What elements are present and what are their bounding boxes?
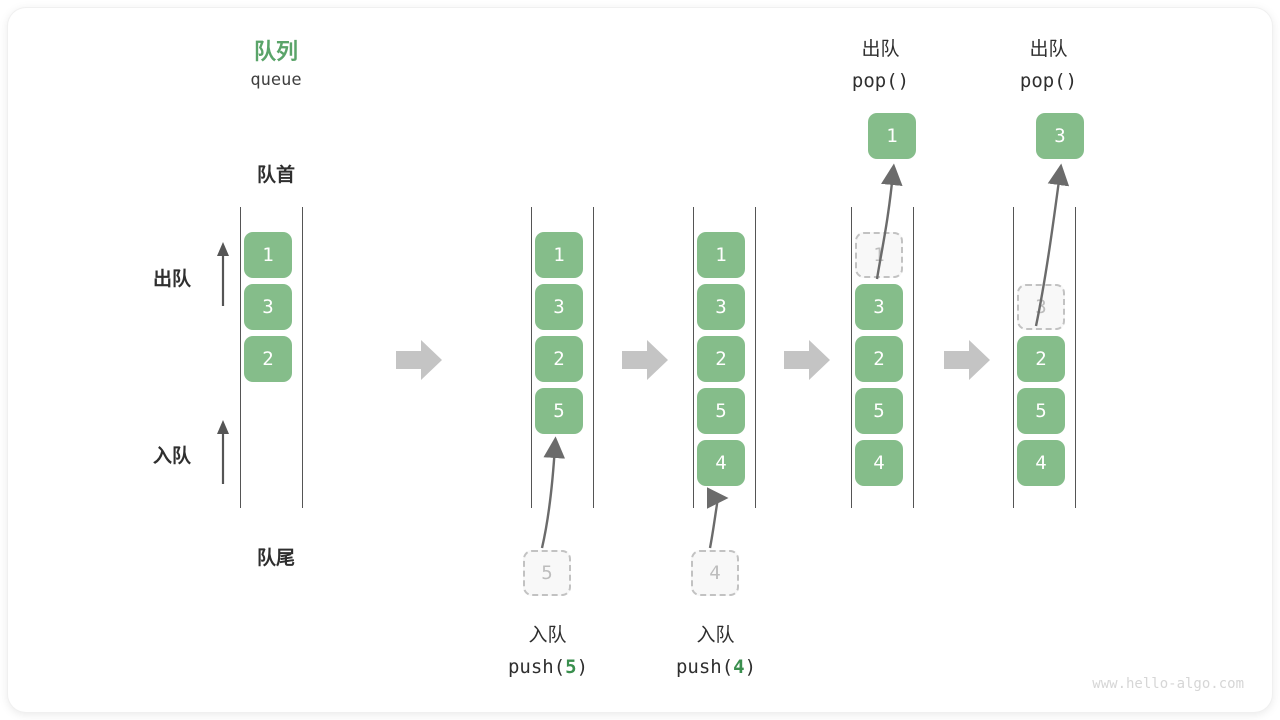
step-2-caption-code: push(5) [478,656,618,678]
step-2-caption-cn: 入队 [528,625,567,646]
push-4-motion-arrow-icon [706,487,729,549]
step-4-cell-0: 1 [855,232,903,278]
step-5-header-cn: 出队 [1029,39,1068,60]
step-5-cell-4: 4 [1017,440,1065,486]
step-1-cell-2: 2 [244,336,292,382]
step-1-rail-right [302,207,303,508]
queue-tail-label: 队尾 [256,548,295,569]
step-5-header-code: pop() [1019,70,1078,92]
diagram-card: 队列 queue 队首 队尾 出队 入队 1 3 2 [8,8,1272,712]
step-3-caption-cn: 入队 [696,625,735,646]
step-2-code-suffix: ) [576,656,589,678]
step-2-incoming-ghost-cell: 5 [523,550,571,596]
step-1-cell-1: 3 [244,284,292,330]
step-4-cell-3: 5 [855,388,903,434]
step-4-rail-right [913,207,914,508]
step-3-caption-code: push(4) [646,656,786,678]
step-2-cell-1: 3 [535,284,583,330]
step-1-cell-0: 1 [244,232,292,278]
step-5-cell-2: 2 [1017,336,1065,382]
step-4-cell-2: 2 [855,336,903,382]
step-4-header-code: pop() [851,70,910,92]
watermark: www.hello-algo.com [1092,676,1244,692]
step-4-popped-value-cell: 1 [868,113,916,159]
step-2-code-prefix: push( [507,656,566,678]
step-transition-arrow-4-icon [944,338,990,382]
step-3-cell-2: 2 [697,336,745,382]
step-4-rail-left [851,207,852,508]
step-3-rail-right [755,207,756,508]
step-2-cell-3: 5 [535,388,583,434]
step-3-code-arg: 4 [733,656,745,678]
step-4-cell-4: 4 [855,440,903,486]
step-2-code-arg: 5 [565,656,577,678]
step-5-popped-value-cell: 3 [1036,113,1084,159]
step-3-code-suffix: ) [744,656,757,678]
step-2-cell-2: 2 [535,336,583,382]
step-transition-arrow-2-icon [622,338,668,382]
step-transition-arrow-1-icon [396,338,442,382]
step-transition-arrow-3-icon [784,338,830,382]
step-3-cell-1: 3 [697,284,745,330]
queue-head-label: 队首 [256,165,295,186]
step-5-cell-1: 3 [1017,284,1065,330]
step-3-cell-0: 1 [697,232,745,278]
step-5-rail-left [1013,207,1014,508]
step-3-incoming-ghost-cell: 4 [691,550,739,596]
step-5-rail-right [1075,207,1076,508]
step-1-rail-left [240,207,241,508]
queue-title-cn: 队列 [253,39,298,64]
enqueue-direction-arrow-icon [213,418,233,491]
step-2-rail-right [593,207,594,508]
step-3-cell-4: 4 [697,440,745,486]
queue-title-en: queue [250,70,302,90]
step-2-cell-0: 1 [535,232,583,278]
dequeue-direction-label: 出队 [153,269,192,290]
push-5-motion-arrow-icon [540,436,566,549]
dequeue-direction-arrow-icon [213,240,233,313]
step-2-rail-left [531,207,532,508]
enqueue-direction-label: 入队 [153,446,192,467]
step-4-cell-1: 3 [855,284,903,330]
step-3-cell-3: 5 [697,388,745,434]
step-3-rail-left [693,207,694,508]
step-3-code-prefix: push( [675,656,734,678]
step-5-cell-3: 5 [1017,388,1065,434]
step-4-header-cn: 出队 [861,39,900,60]
